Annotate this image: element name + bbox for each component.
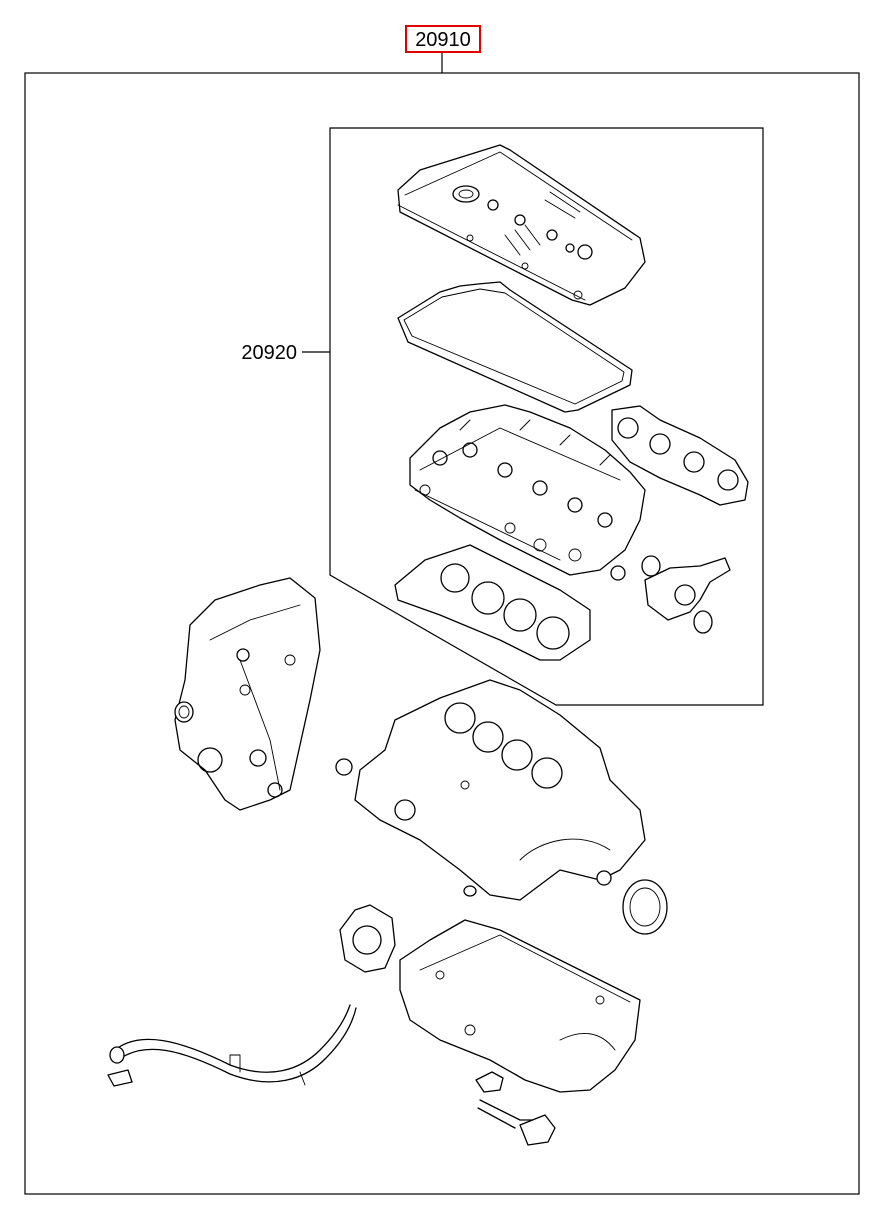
thermostat-housing[interactable] [610,555,731,634]
front-oil-seal[interactable] [174,701,194,723]
callout-label-assembly: 20910 [415,29,471,51]
oil-pickup-tube[interactable] [477,1099,556,1146]
callout-highlight-box [405,25,481,53]
cylinder-head-gasket[interactable] [394,544,591,661]
callout-20910[interactable]: 20910 [405,25,481,73]
oil-pump-gasket[interactable] [339,904,396,973]
timing-chain-cover[interactable] [174,577,321,811]
exhaust-manifold-gasket[interactable] [611,405,749,506]
coolant-pipe[interactable] [107,1004,357,1087]
oil-pan[interactable] [399,919,641,1093]
valve-cover[interactable] [397,144,646,306]
rear-main-seal[interactable] [622,879,668,935]
sub-assembly-frame [329,127,764,706]
valve-cover-gasket[interactable] [397,281,633,413]
callout-label-sub-assembly: 20920 [241,342,297,364]
callout-20920[interactable]: 20920 [241,342,330,364]
cylinder-head[interactable] [409,404,646,576]
cylinder-block[interactable] [335,679,646,901]
